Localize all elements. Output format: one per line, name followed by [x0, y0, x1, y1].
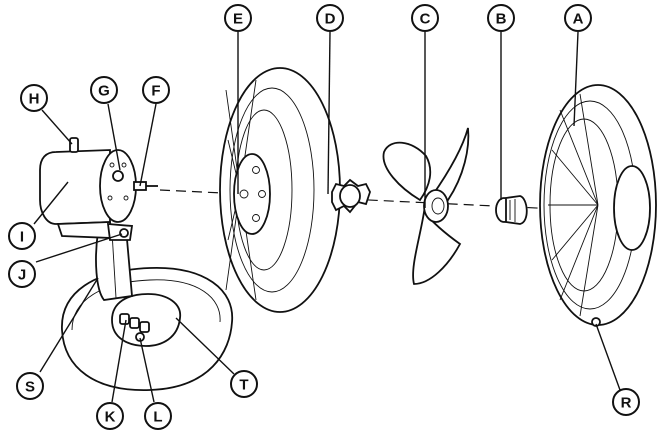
callout-G-label: G [98, 83, 110, 100]
callout-K: K [96, 402, 124, 430]
callout-B-label: B [496, 11, 507, 28]
callout-J-label: J [18, 267, 26, 284]
callout-H-label: H [29, 91, 40, 108]
callout-G: G [90, 76, 118, 104]
motor-housing [39, 149, 114, 239]
callout-T: T [230, 370, 258, 398]
assembly-axis [159, 189, 621, 213]
stand-column [95, 226, 133, 301]
callout-L-label: L [153, 409, 162, 426]
callout-S-label: S [25, 379, 35, 396]
callout-S: S [16, 372, 44, 400]
callout-E: E [224, 4, 252, 32]
callout-D-label: D [325, 11, 336, 28]
callout-E-label: E [233, 11, 243, 28]
callout-A-label: A [573, 11, 584, 28]
callout-I: I [8, 222, 36, 250]
callout-leaders [33, 31, 621, 403]
callout-R: R [612, 388, 640, 416]
rear-guard [219, 67, 341, 313]
callout-F: F [142, 76, 170, 104]
speed-switch [119, 313, 150, 333]
front-guard [539, 84, 657, 326]
blade-spinner [495, 195, 528, 225]
motor-shaft [133, 181, 158, 191]
callout-T-label: T [239, 377, 248, 394]
callout-F-label: F [151, 83, 160, 100]
callout-D: D [316, 4, 344, 32]
callout-C: C [411, 4, 439, 32]
callout-R-label: R [621, 395, 632, 412]
callout-C-label: C [420, 11, 431, 28]
callout-H: H [20, 84, 48, 112]
fan-blade [382, 127, 470, 285]
callout-I-label: I [20, 229, 24, 246]
callout-L: L [144, 402, 172, 430]
motor-front-plate [99, 149, 137, 223]
callout-A: A [564, 4, 592, 32]
callout-B: B [487, 4, 515, 32]
callout-K-label: K [105, 409, 116, 426]
callout-J: J [8, 260, 36, 288]
oscillation-knob [69, 137, 79, 153]
guard-nut [331, 178, 371, 214]
